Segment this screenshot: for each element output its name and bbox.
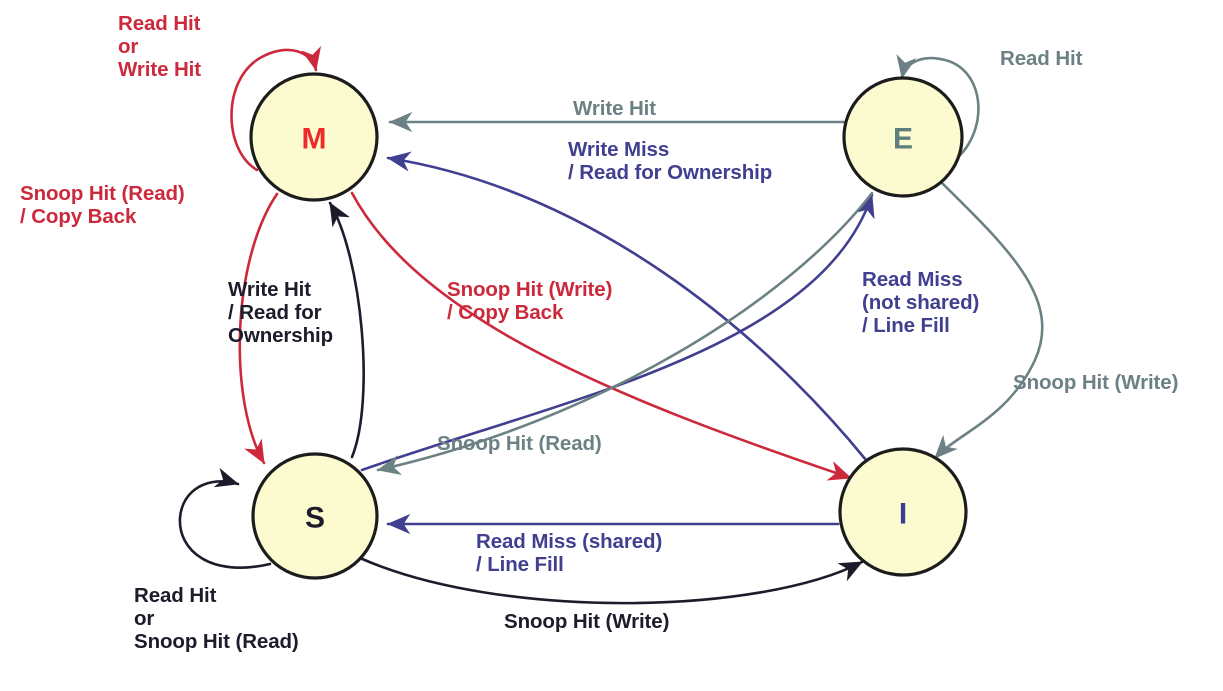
state-node-I[interactable]: I bbox=[838, 447, 968, 577]
edge-m-to-i-snoophit-write bbox=[350, 191, 853, 481]
state-node-M[interactable]: M bbox=[249, 72, 379, 202]
edge-label-s-to-e: Read Miss (not shared) / Line Fill bbox=[862, 268, 980, 337]
state-node-E[interactable]: E bbox=[842, 76, 964, 198]
edge-label-m-self: Read Hit or Write Hit bbox=[118, 12, 202, 81]
state-label-M: M bbox=[302, 123, 327, 156]
edge-label-s-self: Read Hit or Snoop Hit (Read) bbox=[134, 584, 299, 653]
state-node-S[interactable]: S bbox=[251, 452, 379, 580]
edge-label-m-to-s: Snoop Hit (Read) / Copy Back bbox=[20, 182, 185, 228]
state-circle-I[interactable] bbox=[838, 447, 968, 577]
edge-e-self-readhit bbox=[896, 54, 980, 162]
edge-label-m-to-i: Snoop Hit (Write) / Copy Back bbox=[447, 278, 613, 324]
edge-label-s-to-i: Snoop Hit (Write) bbox=[504, 610, 670, 633]
edge-label-e-to-s: Snoop Hit (Read) bbox=[437, 432, 602, 455]
edge-s-to-m-writehit-rfo bbox=[328, 201, 365, 459]
state-circle-S[interactable] bbox=[251, 452, 379, 580]
edge-label-e-self: Read Hit bbox=[1000, 47, 1083, 70]
edge-m-to-s-snoophit-read bbox=[238, 192, 279, 465]
edge-label-s-to-m: Write Hit / Read for Ownership bbox=[228, 278, 334, 347]
state-circle-E[interactable] bbox=[842, 76, 964, 198]
state-label-S: S bbox=[305, 502, 325, 535]
edge-m-self-readhit-writehit bbox=[230, 45, 322, 172]
edge-label-e-to-m: Write Hit bbox=[573, 97, 657, 120]
edge-i-to-m-writemiss bbox=[386, 151, 868, 462]
edge-s-to-e-readmiss-notshared bbox=[360, 193, 875, 472]
edge-label-e-to-i: Snoop Hit (Write) bbox=[1013, 371, 1179, 394]
state-label-I: I bbox=[899, 498, 907, 531]
state-circle-M[interactable] bbox=[249, 72, 379, 202]
edge-s-self-readhit-snoophit-read bbox=[178, 467, 272, 569]
edge-s-to-i-snoophit-write bbox=[358, 556, 864, 605]
edge-label-i-to-m: Write Miss / Read for Ownership bbox=[568, 138, 773, 184]
edge-e-to-s-snoophit-read bbox=[376, 191, 874, 475]
state-label-E: E bbox=[893, 123, 913, 156]
edge-label-i-to-s: Read Miss (shared) / Line Fill bbox=[476, 530, 663, 576]
edge-e-to-i-snoophit-write bbox=[933, 181, 1044, 460]
